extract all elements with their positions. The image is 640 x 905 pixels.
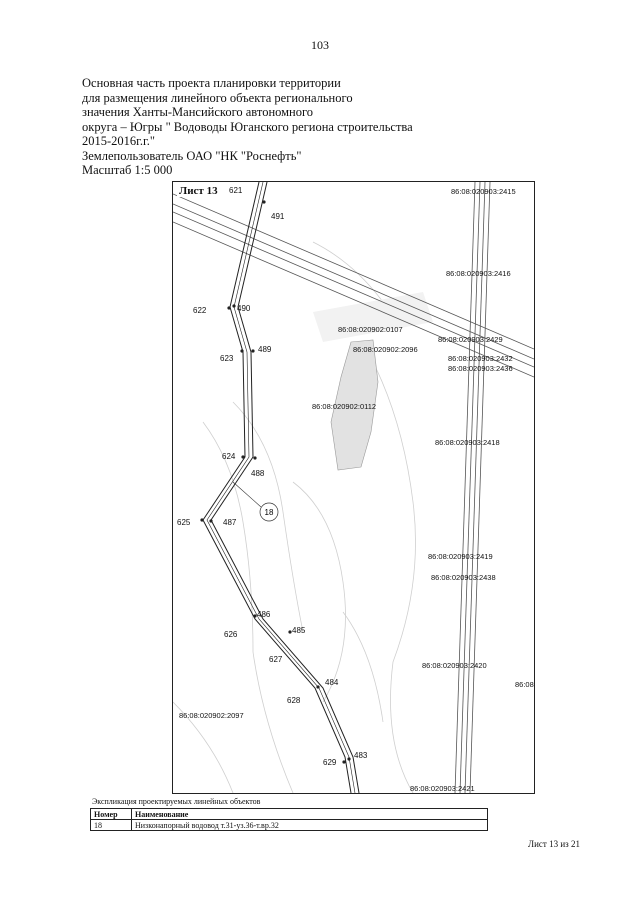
route-points [200,200,351,764]
parcel-label: 86:08:020902:2096 [353,345,418,354]
parcel-label: 86:08:020903:2421 [410,784,475,793]
table-row: 18 Низконапорный водовод т.31-уз.36-т.вр… [90,819,488,831]
point-label: 491 [271,212,285,221]
page-number: 103 [311,38,329,52]
point-label: 485 [292,626,306,635]
point-label: 483 [354,751,368,760]
sheet-label: Лист 13 [177,185,220,197]
parcel-label: 86:08:020903:2418 [435,438,500,447]
parcel-label: 86:08:020903:2420 [422,661,487,670]
legend-table: Номер Наименование 18 Низконапорный водо… [90,808,488,831]
map-drawing: 18 621 491 490 622 623 489 624 488 625 4… [173,182,534,793]
parcel-label: 86:08:020903:2432 [448,354,513,363]
header-line: округа – Югры " Водоводы Юганского регио… [82,119,413,134]
table-header-row: Номер Наименование [90,808,488,820]
point-label: 629 [323,758,337,767]
header-line: Основная часть проекта планировки террит… [82,76,341,90]
road-corridor [173,193,534,378]
terrain-contours [173,241,416,793]
point-labels: 621 491 490 622 623 489 624 488 625 487 … [177,186,368,767]
header-line: Землепользователь ОАО "НК "Роснефть" [82,148,302,163]
object-marker [259,502,279,522]
table-cell: Низконапорный водовод т.31-уз.36-т.вр.32 [131,819,488,831]
header-line: Масштаб 1:5 000 [82,163,173,177]
point-label: 622 [193,306,207,315]
parcel-labels: 86:08:020903:2415 86:08:020903:2416 86:0… [179,187,534,793]
parcel-label: 86:08:020903:2438 [431,573,496,582]
stippled-area [313,292,433,471]
point-label: 626 [224,630,238,639]
point-label: 488 [251,469,265,478]
point-label: 490 [237,304,251,313]
header-line: значения Ханты-Мансийского автономного [82,105,314,119]
sheet-counter: Лист 13 из 21 [528,839,580,849]
point-label: 621 [229,186,243,195]
point-label: 489 [258,345,272,354]
point-label: 487 [223,518,237,527]
point-label: 625 [177,518,191,527]
parcel-label: 86:08:020902:0112 [312,402,376,411]
parcel-label: 86:08:020903:2416 [446,269,511,278]
planning-map: 18 621 491 490 622 623 489 624 488 625 4… [172,181,535,794]
point-label: 628 [287,696,301,705]
point-label: 624 [222,452,236,461]
column-header: Номер [90,808,132,820]
point-label: 484 [325,678,339,687]
point-label: 486 [257,610,271,619]
header-line: для размещения линейного объекта региона… [82,90,353,105]
parcel-label: 86:08 [515,680,534,689]
point-label: 623 [220,354,234,363]
legend-caption: Экспликация проектируемых линейных объек… [92,797,261,806]
column-header: Наименование [131,808,488,820]
parcel-label: 86:08:020903:2436 [448,364,513,373]
object-number: 18 [265,508,274,517]
header-line: 2015-2016г.г." [82,134,155,148]
parcel-label: 86:08:020902:0107 [338,325,403,334]
object-leader [232,481,262,508]
point-label: 627 [269,655,283,664]
parcel-label: 86:08:020903:2415 [451,187,516,196]
document-header: Основная часть проекта планировки террит… [82,76,502,178]
vertical-corridor [454,182,491,793]
parcel-label: 86:08:020903:2429 [438,335,503,344]
table-cell: 18 [90,819,132,831]
parcel-label: 86:08:020902:2097 [179,711,244,720]
parcel-label: 86:08:020903:2419 [428,552,493,561]
